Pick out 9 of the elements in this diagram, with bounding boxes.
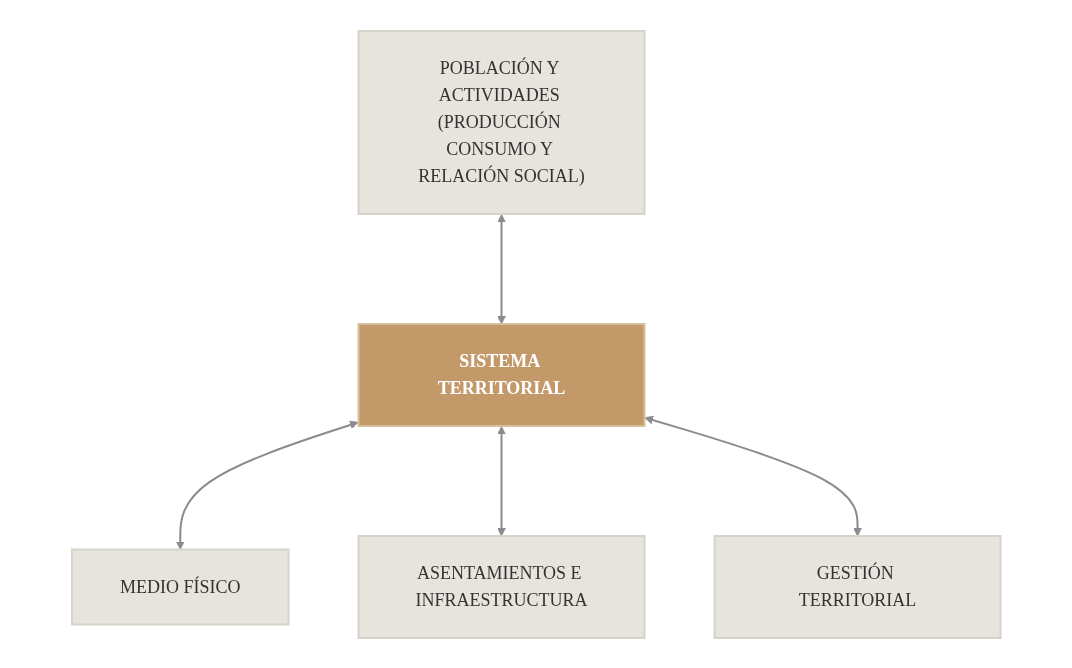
node-box: GESTIÓN TERRITORIAL	[713, 534, 1002, 639]
node-box: POBLACIÓN Y ACTIVIDADES (PRODUCCIÓN CONSUMO Y RELACIÓN SOCIAL)	[357, 29, 646, 215]
node-box: ASENTAMIENTOS E INFRAESTRUCTURA	[357, 534, 646, 639]
arrow	[496, 213, 506, 324]
node-box: MEDIO FÍSICO	[70, 548, 290, 625]
node-box: SISTEMA TERRITORIAL	[357, 322, 646, 427]
arrow	[644, 415, 862, 536]
arrow	[175, 420, 359, 550]
arrow	[496, 425, 506, 536]
